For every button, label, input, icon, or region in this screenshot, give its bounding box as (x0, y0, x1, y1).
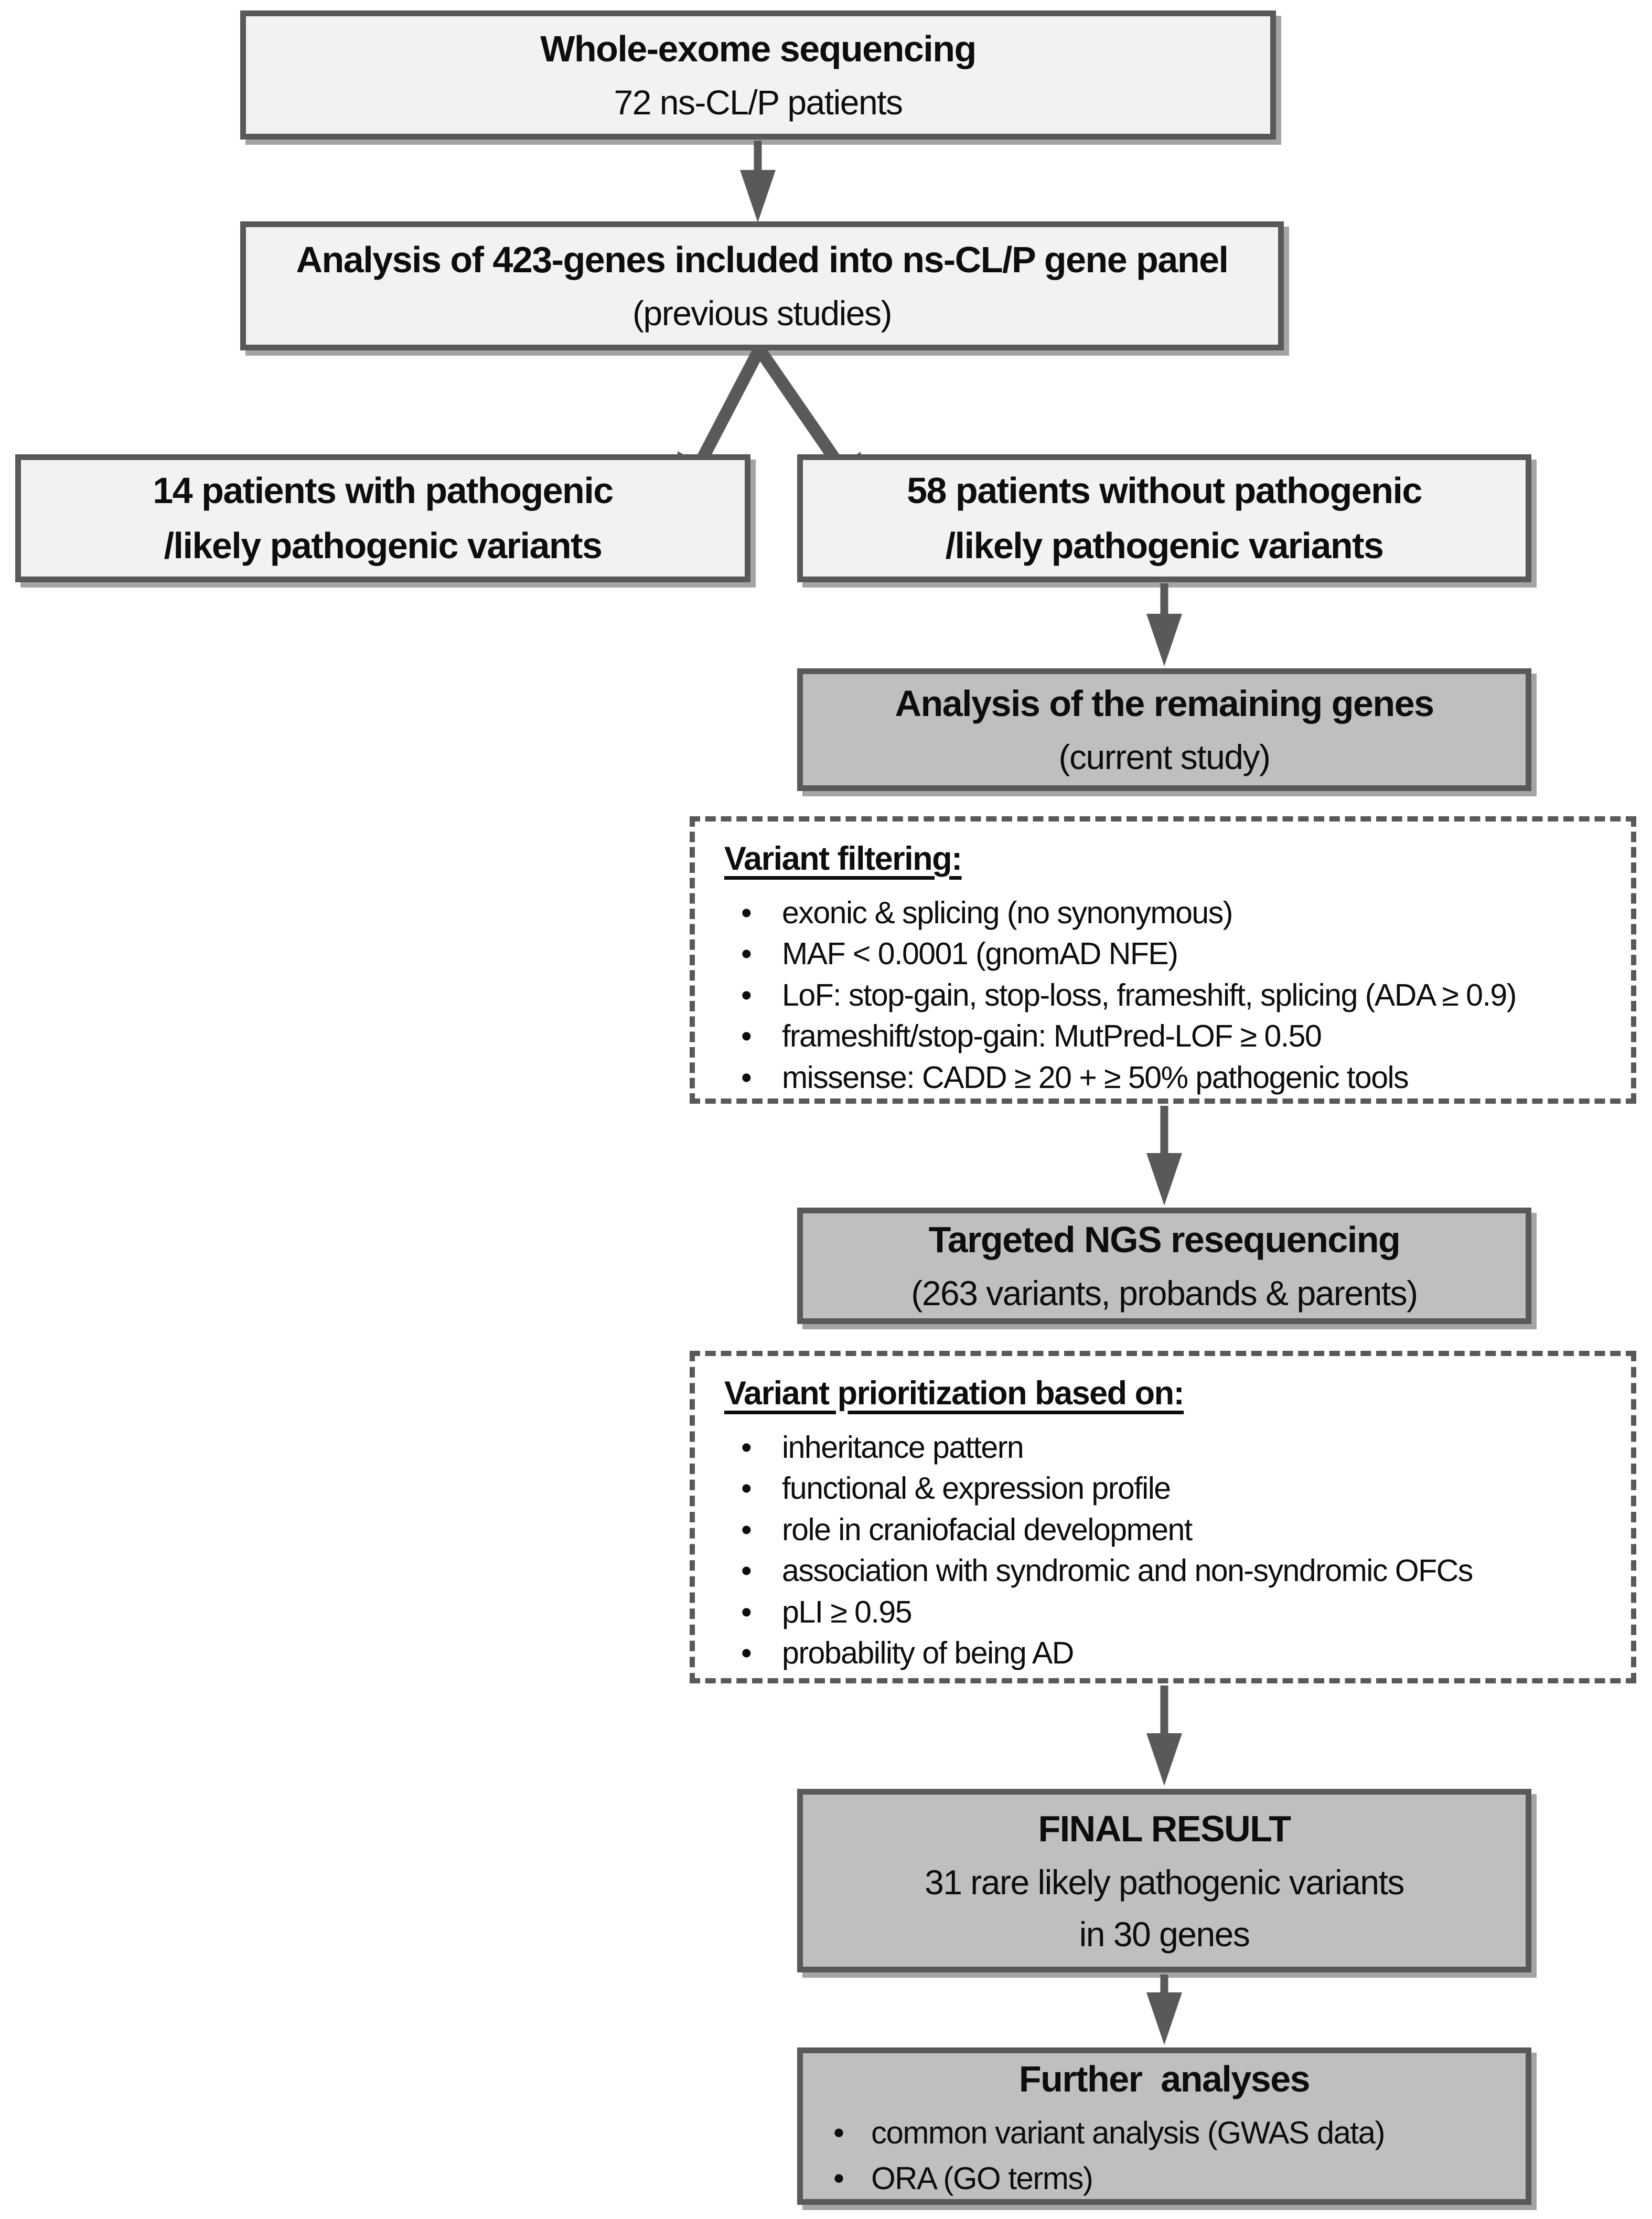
prioritization-item-ad: probability of being AD (723, 1633, 1612, 1674)
filtering-item-frameshift: frameshift/stop-gain: MutPred-LOF ≥ 0.50 (723, 1016, 1612, 1057)
patients-with-variants-line2: /likely pathogenic variants (164, 525, 603, 566)
remaining-genes-title: Analysis of the remaining genes (895, 683, 1434, 724)
variant-filtering-box: Variant filtering: exonic & splicing (no… (690, 816, 1636, 1104)
patients-with-variants-box: 14 patients with pathogenic /likely path… (15, 454, 750, 582)
ngs-resequencing-title: Targeted NGS resequencing (928, 1219, 1401, 1260)
panel-analysis-title: Analysis of 423-genes included into ns-C… (296, 239, 1229, 280)
arrow-wes-to-panel (740, 141, 776, 222)
prioritization-item-pli: pLI ≥ 0.95 (723, 1592, 1612, 1633)
filtering-item-lof: LoF: stop-gain, stop-loss, frameshift, s… (723, 975, 1612, 1016)
further-item-ora: ORA (GO terms) (803, 2156, 1526, 2201)
patients-without-variants-line1: 58 patients without pathogenic (907, 470, 1422, 511)
variant-prioritization-list: inheritance pattern functional & express… (723, 1427, 1612, 1674)
final-result-line3: in 30 genes (1079, 1914, 1250, 1954)
filtering-item-missense: missense: CADD ≥ 20 + ≥ 50% pathogenic t… (723, 1057, 1612, 1098)
variant-filtering-list: exonic & splicing (no synonymous) MAF < … (723, 892, 1612, 1098)
arrow-filtering-to-ngs (1146, 1106, 1182, 1205)
filtering-item-maf: MAF < 0.0001 (gnomAD NFE) (723, 933, 1612, 975)
further-analyses-box: Further analyses common variant analysis… (797, 2047, 1531, 2205)
ngs-resequencing-box: Targeted NGS resequencing (263 variants,… (797, 1208, 1531, 1324)
variant-filtering-title: Variant filtering: (724, 840, 962, 877)
prioritization-item-functional: functional & expression profile (723, 1468, 1612, 1509)
arrow-prioritization-to-final (1146, 1685, 1182, 1786)
variant-prioritization-box: Variant prioritization based on: inherit… (690, 1351, 1636, 1683)
patients-without-variants-line2: /likely pathogenic variants (945, 525, 1384, 566)
prioritization-item-inheritance: inheritance pattern (723, 1427, 1612, 1468)
arrow-without-variants-to-remaining (1146, 583, 1182, 666)
panel-analysis-subtitle: (previous studies) (632, 294, 892, 333)
wes-title: Whole-exome sequencing (540, 28, 977, 69)
remaining-genes-subtitle: (current study) (1058, 738, 1271, 776)
filtering-item-exonic: exonic & splicing (no synonymous) (723, 892, 1612, 934)
variant-prioritization-title: Variant prioritization based on: (724, 1375, 1185, 1412)
remaining-genes-box: Analysis of the remaining genes (current… (797, 668, 1531, 791)
final-result-box: FINAL RESULT 31 rare likely pathogenic v… (797, 1789, 1531, 1972)
arrow-final-to-further (1146, 1975, 1182, 2045)
further-analyses-list: common variant analysis (GWAS data) ORA … (803, 2110, 1526, 2201)
further-analyses-title: Further analyses (1018, 2058, 1311, 2099)
patients-with-variants-line1: 14 patients with pathogenic (153, 470, 614, 511)
prioritization-item-association: association with syndromic and non-syndr… (723, 1550, 1612, 1592)
final-result-line2: 31 rare likely pathogenic variants (925, 1862, 1404, 1902)
wes-box: Whole-exome sequencing 72 ns-CL/P patien… (240, 10, 1276, 140)
further-item-gwas: common variant analysis (GWAS data) (803, 2110, 1526, 2156)
wes-subtitle: 72 ns-CL/P patients (614, 83, 903, 122)
final-result-title: FINAL RESULT (1038, 1808, 1291, 1849)
patients-without-variants-box: 58 patients without pathogenic /likely p… (797, 454, 1531, 582)
prioritization-item-craniofacial: role in craniofacial development (723, 1509, 1612, 1551)
ngs-resequencing-subtitle: (263 variants, probands & parents) (911, 1274, 1418, 1313)
panel-analysis-box: Analysis of 423-genes included into ns-C… (240, 221, 1284, 350)
